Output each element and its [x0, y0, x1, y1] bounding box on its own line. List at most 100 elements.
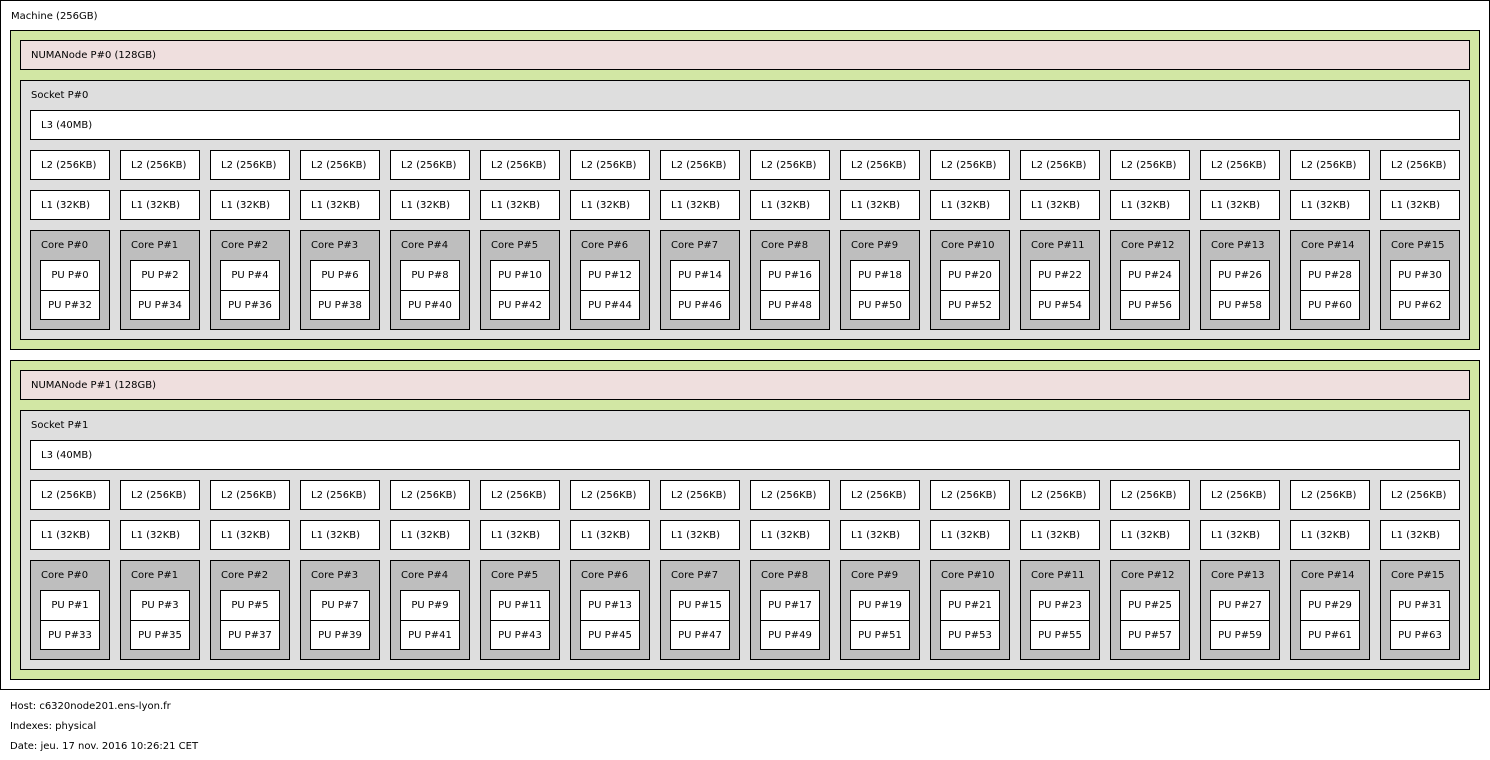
- l1-cache-label: L1 (32KB): [1121, 530, 1171, 541]
- pu-box-label: PU P#39: [318, 630, 362, 641]
- pu-box-label: PU P#16: [768, 270, 812, 281]
- numa-node-1: NUMANode P#1 (128GB): [20, 370, 1470, 400]
- pu-box: PU P#15: [670, 590, 730, 621]
- l2-cache: L2 (256KB): [1110, 480, 1190, 510]
- l2-cache-label: L2 (256KB): [671, 160, 727, 171]
- pu-box-label: PU P#60: [1308, 300, 1352, 311]
- l1-cache: L1 (32KB): [480, 190, 560, 220]
- pu-box: PU P#26: [1210, 260, 1270, 291]
- pu-box-label: PU P#41: [408, 630, 452, 641]
- l1-cache: L1 (32KB): [1020, 520, 1100, 550]
- l2-cache-label: L2 (256KB): [761, 160, 817, 171]
- pu-box: PU P#35: [130, 620, 190, 650]
- pu-box-label: PU P#32: [48, 300, 92, 311]
- l2-cache: L2 (256KB): [210, 480, 290, 510]
- pu-box-label: PU P#43: [498, 630, 542, 641]
- core-box-label: Core P#10: [941, 240, 995, 251]
- pu-box: PU P#0: [40, 260, 100, 291]
- pu-box-label: PU P#33: [48, 630, 92, 641]
- socket-1-label: Socket P#1: [31, 420, 89, 431]
- pu-box-label: PU P#4: [231, 270, 269, 281]
- l2-cache-label: L2 (256KB): [1391, 160, 1447, 171]
- pu-box: PU P#49: [760, 620, 820, 650]
- l1-cache-label: L1 (32KB): [41, 200, 91, 211]
- pu-box-label: PU P#37: [228, 630, 272, 641]
- core-box-label: Core P#3: [311, 570, 359, 581]
- pu-box: PU P#2: [130, 260, 190, 291]
- pu-box: PU P#4: [220, 260, 280, 291]
- l1-cache: L1 (32KB): [930, 190, 1010, 220]
- pu-box-label: PU P#11: [498, 600, 542, 611]
- pu-box: PU P#21: [940, 590, 1000, 621]
- l1-cache: L1 (32KB): [1380, 190, 1460, 220]
- l2-cache-label: L2 (256KB): [131, 490, 187, 501]
- l1-cache-label: L1 (32KB): [221, 200, 271, 211]
- l2-cache-label: L2 (256KB): [491, 490, 547, 501]
- core-box-label: Core P#8: [761, 570, 809, 581]
- l2-cache-label: L2 (256KB): [401, 490, 457, 501]
- l2-cache: L2 (256KB): [480, 150, 560, 180]
- pu-box: PU P#24: [1120, 260, 1180, 291]
- l1-cache: L1 (32KB): [300, 190, 380, 220]
- core-box-label: Core P#15: [1391, 240, 1445, 251]
- pu-box-label: PU P#8: [411, 270, 449, 281]
- pu-box: PU P#54: [1030, 290, 1090, 320]
- pu-box: PU P#39: [310, 620, 370, 650]
- l1-cache-label: L1 (32KB): [1391, 530, 1441, 541]
- pu-box: PU P#42: [490, 290, 550, 320]
- pu-box: PU P#9: [400, 590, 460, 621]
- pu-box-label: PU P#45: [588, 630, 632, 641]
- pu-box-label: PU P#30: [1398, 270, 1442, 281]
- l1-cache-label: L1 (32KB): [1301, 200, 1351, 211]
- l2-cache-label: L2 (256KB): [581, 490, 637, 501]
- l1-cache-label: L1 (32KB): [761, 530, 811, 541]
- l2-cache: L2 (256KB): [1020, 150, 1100, 180]
- pu-box: PU P#52: [940, 290, 1000, 320]
- pu-box: PU P#19: [850, 590, 910, 621]
- pu-box-label: PU P#42: [498, 300, 542, 311]
- core-box-label: Core P#2: [221, 240, 269, 251]
- core-box-label: Core P#8: [761, 240, 809, 251]
- l2-cache-label: L2 (256KB): [311, 490, 367, 501]
- numa-node-0: NUMANode P#0 (128GB): [20, 40, 1470, 70]
- pu-box-label: PU P#10: [498, 270, 542, 281]
- l1-cache-label: L1 (32KB): [131, 530, 181, 541]
- l1-cache-label: L1 (32KB): [1211, 530, 1261, 541]
- l2-cache-label: L2 (256KB): [221, 160, 277, 171]
- pu-box-label: PU P#13: [588, 600, 632, 611]
- l2-cache: L2 (256KB): [300, 150, 380, 180]
- pu-box-label: PU P#28: [1308, 270, 1352, 281]
- pu-box: PU P#50: [850, 290, 910, 320]
- l2-cache-label: L2 (256KB): [1121, 160, 1177, 171]
- l2-cache: L2 (256KB): [1200, 150, 1280, 180]
- pu-box: PU P#18: [850, 260, 910, 291]
- l1-cache: L1 (32KB): [1290, 520, 1370, 550]
- l1-cache-label: L1 (32KB): [491, 530, 541, 541]
- l2-cache: L2 (256KB): [210, 150, 290, 180]
- l1-cache-label: L1 (32KB): [1121, 200, 1171, 211]
- pu-box: PU P#11: [490, 590, 550, 621]
- l2-cache-label: L2 (256KB): [581, 160, 637, 171]
- pu-box-label: PU P#31: [1398, 600, 1442, 611]
- l1-cache-label: L1 (32KB): [761, 200, 811, 211]
- pu-box: PU P#5: [220, 590, 280, 621]
- l3-cache-0-label: L3 (40MB): [41, 120, 93, 131]
- l2-cache: L2 (256KB): [570, 480, 650, 510]
- l1-cache-label: L1 (32KB): [581, 530, 631, 541]
- l2-cache: L2 (256KB): [1020, 480, 1100, 510]
- l1-cache-label: L1 (32KB): [491, 200, 541, 211]
- pu-box: PU P#60: [1300, 290, 1360, 320]
- l2-cache: L2 (256KB): [930, 150, 1010, 180]
- l2-cache: L2 (256KB): [840, 150, 920, 180]
- pu-box-label: PU P#26: [1218, 270, 1262, 281]
- pu-box: PU P#51: [850, 620, 910, 650]
- l1-cache-label: L1 (32KB): [581, 200, 631, 211]
- pu-box-label: PU P#55: [1038, 630, 1082, 641]
- pu-box-label: PU P#7: [321, 600, 359, 611]
- l2-cache-label: L2 (256KB): [221, 490, 277, 501]
- l2-cache: L2 (256KB): [1380, 150, 1460, 180]
- pu-box: PU P#63: [1390, 620, 1450, 650]
- pu-box: PU P#59: [1210, 620, 1270, 650]
- pu-box: PU P#20: [940, 260, 1000, 291]
- l2-cache-label: L2 (256KB): [1301, 490, 1357, 501]
